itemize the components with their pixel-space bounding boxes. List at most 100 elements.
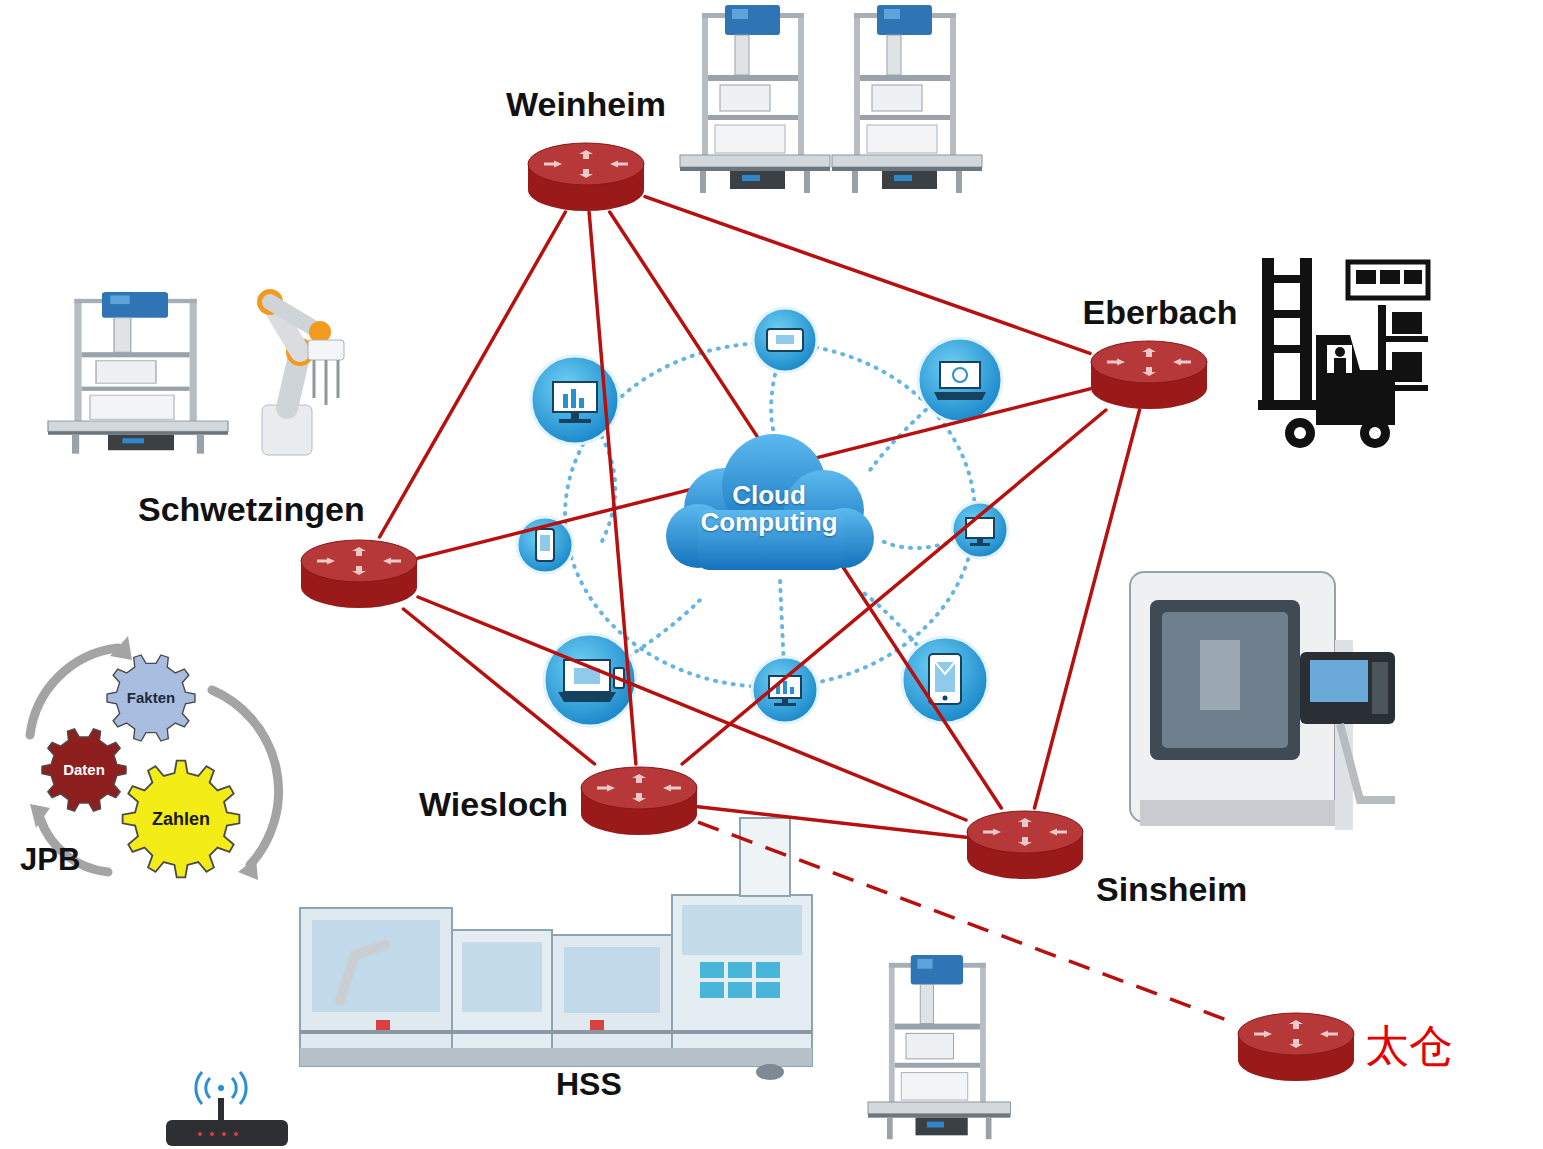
production-line-part <box>340 945 385 1000</box>
wifi-router-part <box>210 1132 214 1136</box>
router-icon-part <box>1107 348 1191 376</box>
router-icon <box>1090 338 1208 410</box>
router-node: Weinheim <box>527 140 645 212</box>
network-link <box>645 197 1090 354</box>
router-icon-part <box>581 767 697 809</box>
device-icon-part-part <box>977 538 983 543</box>
gear-node: Fakten <box>105 652 197 744</box>
device-icon-part-part <box>752 657 818 723</box>
device-icon-part-part <box>776 335 794 344</box>
network-link <box>698 807 966 838</box>
router-icon-part <box>1091 341 1207 383</box>
network-link <box>380 212 566 537</box>
router-icon-part-part <box>632 793 646 802</box>
router-icon-part <box>1254 1020 1338 1048</box>
router-icon-part-part <box>1142 367 1156 376</box>
device-icon-part-part <box>767 329 803 351</box>
modular-station <box>48 292 228 454</box>
production-line-part <box>756 1064 784 1080</box>
forklift-icon-part <box>1356 270 1376 284</box>
router-icon-part-part <box>352 547 366 556</box>
cycle-arrowhead-part <box>238 858 258 880</box>
cycle-arrowhead-part <box>30 804 50 828</box>
device-icon-part-part <box>902 637 988 723</box>
site-label: Schwetzingen <box>138 490 365 529</box>
wifi-router-part <box>218 1098 224 1122</box>
cnc-machine-part <box>1300 652 1395 724</box>
router-icon-part-part <box>597 785 615 792</box>
router-icon-part <box>528 143 644 185</box>
device-icon-part-part <box>934 392 986 400</box>
cnc-machine-part <box>1150 600 1300 760</box>
production-line-part <box>700 962 724 978</box>
production-line-part <box>700 982 724 998</box>
forklift-icon-part <box>1392 312 1422 334</box>
gear-node: Daten <box>40 726 128 814</box>
wifi-router-part <box>166 1120 288 1146</box>
wifi-router-part <box>196 1072 246 1104</box>
cycle-arrow-part <box>30 648 118 735</box>
router-icon-part-part <box>383 558 401 565</box>
cnc-machine-part <box>1372 662 1388 714</box>
router-node: Schwetzingen <box>300 537 418 609</box>
device-icon-part-part <box>774 703 796 706</box>
production-line-part <box>682 905 802 955</box>
device-icon-part-part <box>940 362 980 388</box>
router-icon-part-part <box>983 829 1001 836</box>
production-line-part <box>672 895 812 1066</box>
device-icon-part-part <box>571 389 576 408</box>
forklift-icon-part <box>1380 270 1400 284</box>
device-icon-part-part <box>558 692 616 702</box>
gear-shape-part <box>123 761 240 878</box>
cnc-machine-part <box>1200 640 1240 710</box>
caption-label: HSS <box>556 1066 622 1103</box>
production-line-part <box>452 930 552 1066</box>
router-icon <box>527 140 645 212</box>
network-link <box>418 389 1090 558</box>
production-line-part <box>728 982 752 998</box>
forklift-icon-part <box>1369 427 1381 439</box>
production-line-part <box>564 947 660 1013</box>
wifi-router-part <box>222 1132 226 1136</box>
cnc-machine-part <box>1310 660 1368 702</box>
router-node: Wiesloch <box>580 764 698 836</box>
router-icon-part <box>317 547 401 575</box>
device-icon-part-part <box>918 338 1002 422</box>
router-icon-part <box>301 540 417 582</box>
production-line-part <box>590 1020 604 1030</box>
router-icon-part-part <box>1173 359 1191 366</box>
device-icon-part <box>753 308 817 372</box>
router-icon-part-part <box>317 558 335 565</box>
device-icon-part-part <box>563 394 568 408</box>
production-line-part <box>462 942 542 1012</box>
device-icon-part <box>918 338 1002 422</box>
router-node: 太仓 <box>1237 1010 1355 1082</box>
router-icon-part-part <box>1320 1031 1338 1038</box>
wifi-router-part <box>218 1085 224 1091</box>
modular-station <box>680 5 830 193</box>
device-icon-part-part <box>559 419 591 423</box>
network-link <box>610 212 1002 808</box>
network-link <box>403 609 594 764</box>
router-icon-part-part <box>579 169 593 178</box>
device-icon-part-part <box>753 308 817 372</box>
device-icon-part-part <box>935 662 955 692</box>
site-label: Eberbach <box>1083 293 1238 332</box>
router-icon-part <box>967 811 1083 853</box>
forklift-icon-part <box>1334 358 1346 373</box>
production-line-part <box>756 982 780 998</box>
device-icon-part-part <box>929 654 961 704</box>
router-icon-part-part <box>579 150 593 159</box>
device-icon-part-part <box>782 698 788 703</box>
device-icon-part-part <box>966 518 994 538</box>
production-line-part <box>300 1048 812 1066</box>
gear-label: Daten <box>63 762 105 778</box>
network-link <box>1035 410 1140 808</box>
router-node: Eberbach <box>1090 338 1208 410</box>
router-icon-part <box>1238 1013 1354 1055</box>
cloud-label: Cloud Computing <box>687 482 852 537</box>
wifi-router-part <box>198 1132 202 1136</box>
router-icon-part-part <box>544 161 562 168</box>
device-icon-part-part <box>536 529 554 561</box>
